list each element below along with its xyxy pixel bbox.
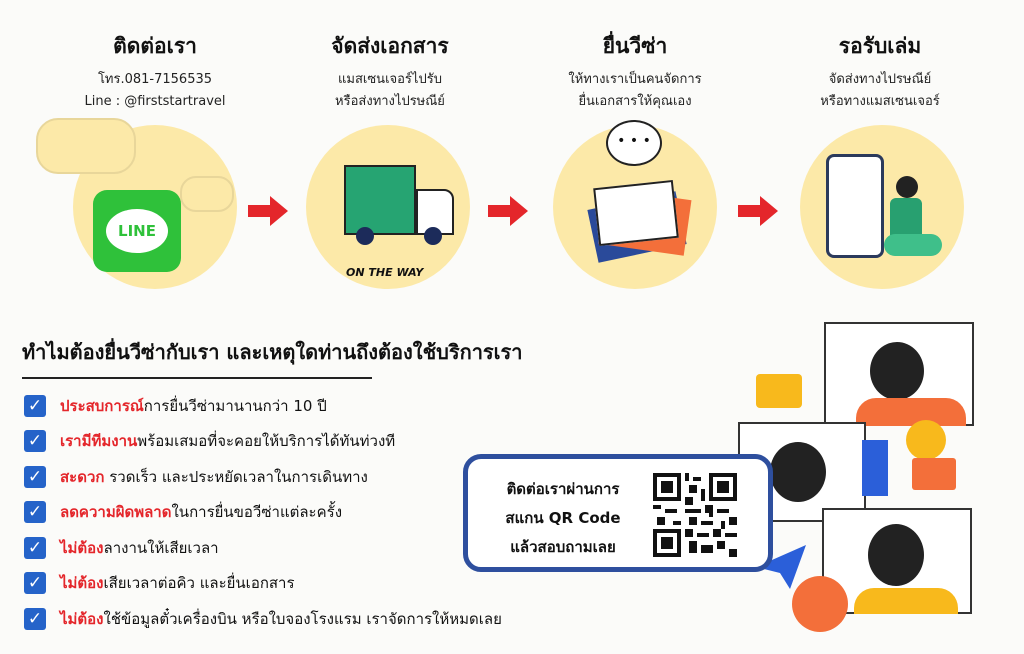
reason-item: ✓ ลดความผิดพลาดในการยื่นขอวีซ่าแต่ละครั้ง (24, 500, 342, 524)
video-call-window (824, 322, 974, 426)
reason-item: ✓ สะดวก รวดเร็ว และประหยัดเวลาในการเดินทา… (24, 465, 368, 489)
video-camera-icon (756, 374, 802, 408)
step-title: จัดส่งเอกสาร (331, 34, 449, 58)
documents-icon (582, 179, 692, 263)
reason-text: ลางานให้เสียเวลา (103, 539, 219, 557)
mail-icon (912, 458, 956, 490)
checkbox-checked-icon: ✓ (24, 572, 46, 594)
qr-code[interactable] (653, 473, 737, 557)
step-title: ติดต่อเรา (113, 34, 197, 58)
step-submit-visa: ยื่นวีซ่า ให้ทางเราเป็นคนจัดการ ยื่นเอกส… (515, 30, 755, 113)
reason-item: ✓ ประสบการณ์การยื่นวีซ่ามานานกว่า 10 ปี (24, 394, 327, 418)
reason-highlight: ไม่ต้อง (60, 610, 104, 628)
reason-highlight: ไม่ต้อง (60, 539, 104, 557)
reason-text: พร้อมเสมอที่จะคอยให้บริการได้ทันท่วงที (137, 432, 396, 450)
paper-plane-icon (756, 545, 806, 589)
step-receive-passport: รอรับเล่ม จัดส่งทางไปรษณีย์ หรือทางแมสเซ… (760, 30, 1000, 113)
step-title: ยื่นวีซ่า (602, 34, 668, 58)
checkbox-checked-icon: ✓ (24, 395, 46, 417)
step-contact: ติดต่อเรา โทร.081-7156535 Line : @firsts… (35, 30, 275, 113)
reason-text: รวดเร็ว และประหยัดเวลาในการเดินทาง (104, 468, 368, 486)
delivery-truck-icon (344, 165, 456, 257)
step-desc: หรือทางแมสเซนเจอร์ (820, 94, 940, 109)
reason-text: ใช้ข้อมูลตั๋วเครื่องบิน หรือใบจองโรงแรม … (103, 610, 502, 628)
step-title: รอรับเล่ม (838, 34, 922, 58)
reason-highlight: ลดความผิดพลาด (60, 503, 172, 521)
circle-decoration (906, 420, 946, 460)
speech-bubble-icon (36, 118, 136, 174)
reason-highlight: ไม่ต้อง (60, 574, 104, 592)
courier-icon (826, 154, 944, 264)
arrow-right-icon (738, 196, 778, 226)
qr-caption: ติดต่อเราผ่านการ สแกน QR Code แล้วสอบถาม… (488, 475, 638, 562)
section-heading: ทำไมต้องยื่นวีซ่ากับเรา และเหตุใดท่านถึง… (22, 340, 523, 364)
step-desc: จัดส่งทางไปรษณีย์ (828, 72, 932, 87)
reason-highlight: เรามีทีมงาน (60, 432, 138, 450)
step-send-documents: จัดส่งเอกสาร แมสเซนเจอร์ไปรับ หรือส่งทาง… (270, 30, 510, 113)
on-the-way-label: ON THE WAY (346, 266, 424, 279)
reason-highlight: ประสบการณ์ (60, 397, 144, 415)
speech-bubble-icon: • • • (606, 120, 662, 166)
qr-caption-line: สแกน QR Code (505, 509, 621, 527)
line-logo-text: LINE (106, 209, 168, 253)
line-app-icon: LINE (93, 190, 181, 272)
step-phone: โทร.081-7156535 (97, 72, 213, 87)
divider (22, 377, 372, 379)
arrow-right-icon (248, 196, 288, 226)
step-desc: ยื่นเอกสารให้คุณเอง (578, 94, 692, 109)
reason-highlight: สะดวก (60, 468, 105, 486)
reason-text: การยื่นวีซ่ามานานกว่า 10 ปี (143, 397, 327, 415)
reason-item: ✓ ไม่ต้องเสียเวลาต่อคิว และยื่นเอกสาร (24, 571, 295, 595)
checkbox-checked-icon: ✓ (24, 537, 46, 559)
circle-decoration (792, 576, 848, 632)
qr-contact-box: ติดต่อเราผ่านการ สแกน QR Code แล้วสอบถาม… (463, 454, 773, 572)
step-desc: หรือส่งทางไปรษณีย์ (335, 94, 445, 109)
chart-block (862, 440, 888, 496)
qr-caption-line: ติดต่อเราผ่านการ (506, 480, 620, 498)
checkbox-checked-icon: ✓ (24, 608, 46, 630)
reason-text: ในการยื่นขอวีซ่าแต่ละครั้ง (171, 503, 343, 521)
qr-caption-line: แล้วสอบถามเลย (510, 538, 616, 556)
step-line-id: Line : @firststartravel (84, 94, 226, 109)
reason-text: เสียเวลาต่อคิว และยื่นเอกสาร (103, 574, 295, 592)
checkbox-checked-icon: ✓ (24, 466, 46, 488)
speech-bubble-icon (180, 176, 234, 212)
reason-item: ✓ ไม่ต้องลางานให้เสียเวลา (24, 536, 219, 560)
reason-item: ✓ เรามีทีมงานพร้อมเสมอที่จะคอยให้บริการได… (24, 429, 395, 453)
checkbox-checked-icon: ✓ (24, 430, 46, 452)
arrow-right-icon (488, 196, 528, 226)
reason-item: ✓ ไม่ต้องใช้ข้อมูลตั๋วเครื่องบิน หรือใบจอ… (24, 607, 502, 631)
checkbox-checked-icon: ✓ (24, 501, 46, 523)
step-desc: แมสเซนเจอร์ไปรับ (338, 72, 442, 87)
step-desc: ให้ทางเราเป็นคนจัดการ (568, 72, 702, 87)
